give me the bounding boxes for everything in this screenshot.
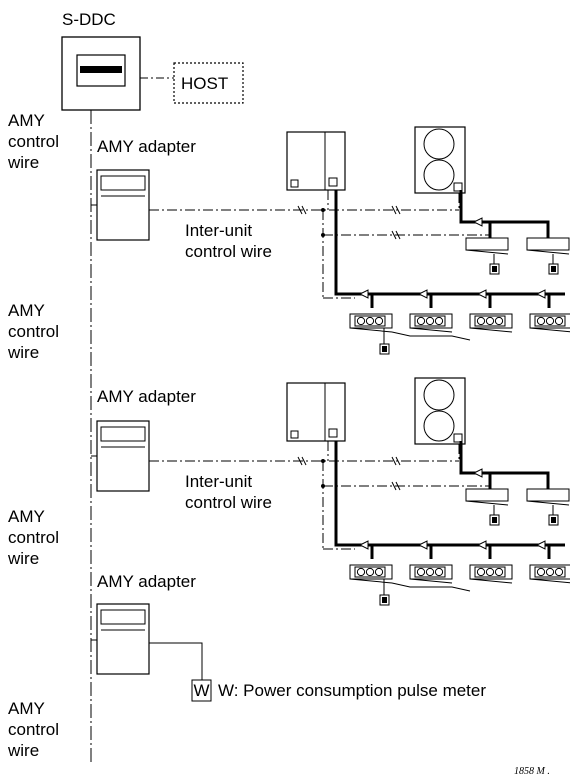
- host-box: [173, 62, 244, 104]
- amy-wire-line-2: control: [8, 132, 60, 151]
- indoor-unit-2-2: [526, 488, 570, 506]
- sddc-unit: [61, 36, 141, 111]
- indoor-unit-1-3: [349, 313, 393, 333]
- amy-adapter-label-2: AMY adapter: [97, 387, 196, 406]
- indoor-unit-1-1: [465, 237, 509, 255]
- amy-wire-line-3: wire: [8, 549, 40, 568]
- indoor-unit-2-5: [469, 564, 513, 584]
- amy-wire-line-2: control: [8, 528, 60, 547]
- amy-wire-line-3: wire: [8, 741, 40, 760]
- system-1: [91, 126, 570, 355]
- amy-wire-line-3: wire: [8, 153, 40, 172]
- indoor-unit-1-4: [409, 313, 453, 333]
- power-meter-box: [191, 679, 212, 702]
- amy-adapter-label-3: AMY adapter: [97, 572, 196, 591]
- amy-adapter-1: [96, 169, 150, 241]
- amy-control-wire-label-2: AMY control wire: [8, 300, 59, 363]
- indoor-unit-1-5: [469, 313, 513, 333]
- amy-control-wire-label-3: AMY control wire: [8, 506, 59, 569]
- inter-unit-line-2: control wire: [185, 242, 272, 261]
- inter-unit-line-1: Inter-unit: [185, 472, 253, 491]
- inter-unit-label-2: Inter-unit control wire: [185, 471, 272, 513]
- amy-adapter-3: [96, 603, 150, 675]
- amy-wire-line-1: AMY: [8, 507, 45, 526]
- outdoor-unit-1b: [414, 126, 466, 194]
- sddc-label: S-DDC: [62, 10, 116, 29]
- outdoor-unit-2a: [286, 382, 346, 442]
- amy-wire-line-2: control: [8, 322, 60, 341]
- amy-wire-line-1: AMY: [8, 301, 45, 320]
- host-label: HOST: [181, 74, 229, 93]
- amy-adapter-label-1: AMY adapter: [97, 137, 196, 156]
- indoor-unit-2-6: [529, 564, 570, 584]
- indoor-unit-2-3: [349, 564, 393, 584]
- indoor-unit-2-4: [409, 564, 453, 584]
- outdoor-unit-1a: [286, 131, 346, 191]
- amy-wire-line-3: wire: [8, 343, 40, 362]
- amy-adapter-2: [96, 420, 150, 492]
- amy-control-wire-label-1: AMY control wire: [8, 110, 59, 173]
- system-3: [91, 603, 212, 702]
- amy-control-wire-label-4: AMY control wire: [8, 698, 59, 761]
- outdoor-unit-2b: [414, 377, 466, 445]
- indoor-unit-1-6: [529, 313, 570, 333]
- system-2: [91, 377, 570, 606]
- indoor-unit-1-2: [526, 237, 570, 255]
- inter-unit-label-1: Inter-unit control wire: [185, 220, 272, 262]
- figure-code: 1858 M .: [514, 766, 550, 777]
- amy-wire-line-2: control: [8, 720, 60, 739]
- inter-unit-line-1: Inter-unit: [185, 221, 253, 240]
- inter-unit-line-2: control wire: [185, 493, 272, 512]
- indoor-unit-2-1: [465, 488, 509, 506]
- amy-wire-line-1: AMY: [8, 111, 45, 130]
- meter-symbol: W: [193, 681, 210, 700]
- amy-wire-line-1: AMY: [8, 699, 45, 718]
- meter-legend: W: Power consumption pulse meter: [218, 681, 487, 700]
